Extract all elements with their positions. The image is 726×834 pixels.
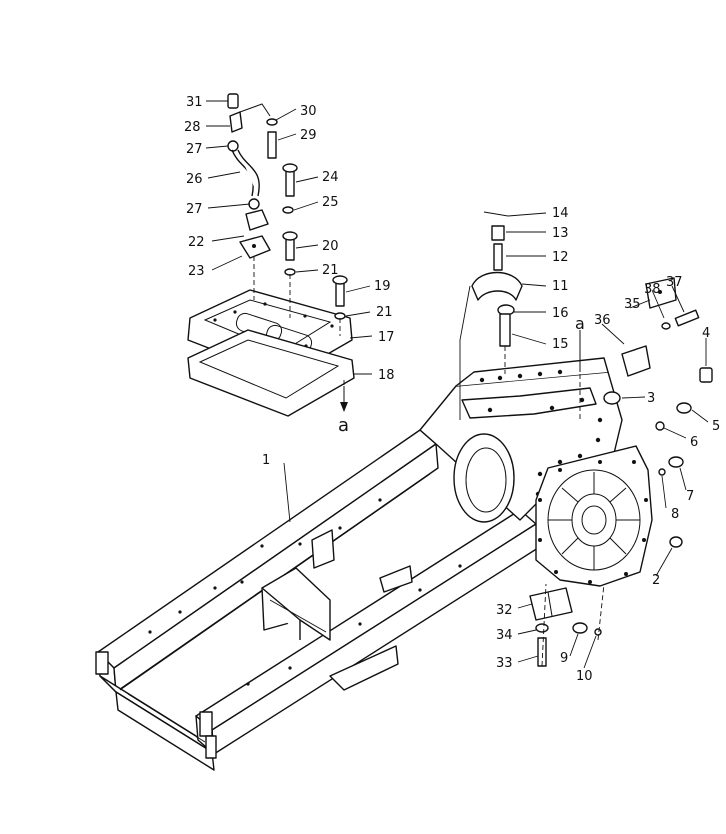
- callout-35: 35: [624, 297, 641, 312]
- rear-flange-cover: [535, 445, 653, 587]
- callout-15: 15: [552, 337, 569, 352]
- callout-29: 29: [300, 128, 317, 143]
- callout-11: 11: [552, 279, 569, 294]
- callout-16: 16: [552, 306, 569, 321]
- callout-12: 12: [552, 250, 569, 265]
- main-frame: [95, 429, 539, 771]
- leader-lines: [205, 100, 709, 669]
- callout-27a: 27: [186, 142, 203, 157]
- cover-gasket: [187, 329, 355, 417]
- callout-38: 38: [644, 282, 661, 297]
- callout-20: 20: [322, 239, 339, 254]
- callout-25: 25: [322, 195, 339, 210]
- callout-31: 31: [186, 95, 203, 110]
- ref-a-top: a: [575, 314, 585, 333]
- callout-4: 4: [702, 326, 710, 341]
- callout-14: 14: [552, 206, 569, 221]
- callout-13: 13: [552, 226, 569, 241]
- callout-27b: 27: [186, 202, 203, 217]
- callout-1: 1: [262, 453, 270, 468]
- callout-10: 10: [576, 669, 593, 684]
- callout-6: 6: [690, 435, 698, 450]
- callout-26: 26: [186, 172, 203, 187]
- callout-36: 36: [594, 313, 611, 328]
- callout-18: 18: [378, 368, 395, 383]
- callout-24: 24: [322, 170, 339, 185]
- callout-30: 30: [300, 104, 317, 119]
- callout-34: 34: [496, 628, 513, 643]
- bearing-cap-stack: [471, 225, 523, 347]
- callout-19: 19: [374, 279, 391, 294]
- callout-17: 17: [378, 330, 395, 345]
- callout-5: 5: [712, 419, 720, 434]
- callout-labels: 1 2 3 4 5 6 7 8 9 10 11 12 13 14 15 16 1…: [184, 95, 720, 684]
- callout-22: 22: [188, 235, 205, 250]
- callout-37: 37: [666, 275, 683, 290]
- callout-8: 8: [671, 507, 679, 522]
- side-small-parts: [529, 277, 713, 667]
- pipe-assembly: [227, 93, 348, 320]
- reference-arrows: [340, 330, 581, 412]
- ref-a-bottom: a: [338, 415, 349, 436]
- callout-7: 7: [686, 489, 694, 504]
- callout-2: 2: [652, 573, 660, 588]
- callout-3: 3: [647, 391, 655, 406]
- callout-21b: 21: [376, 305, 393, 320]
- callout-33: 33: [496, 656, 513, 671]
- callout-28: 28: [184, 120, 201, 135]
- callout-23: 23: [188, 264, 205, 279]
- reference-letters: a a: [338, 314, 585, 436]
- callout-21a: 21: [322, 263, 339, 278]
- callout-32: 32: [496, 603, 513, 618]
- callout-9: 9: [560, 651, 568, 666]
